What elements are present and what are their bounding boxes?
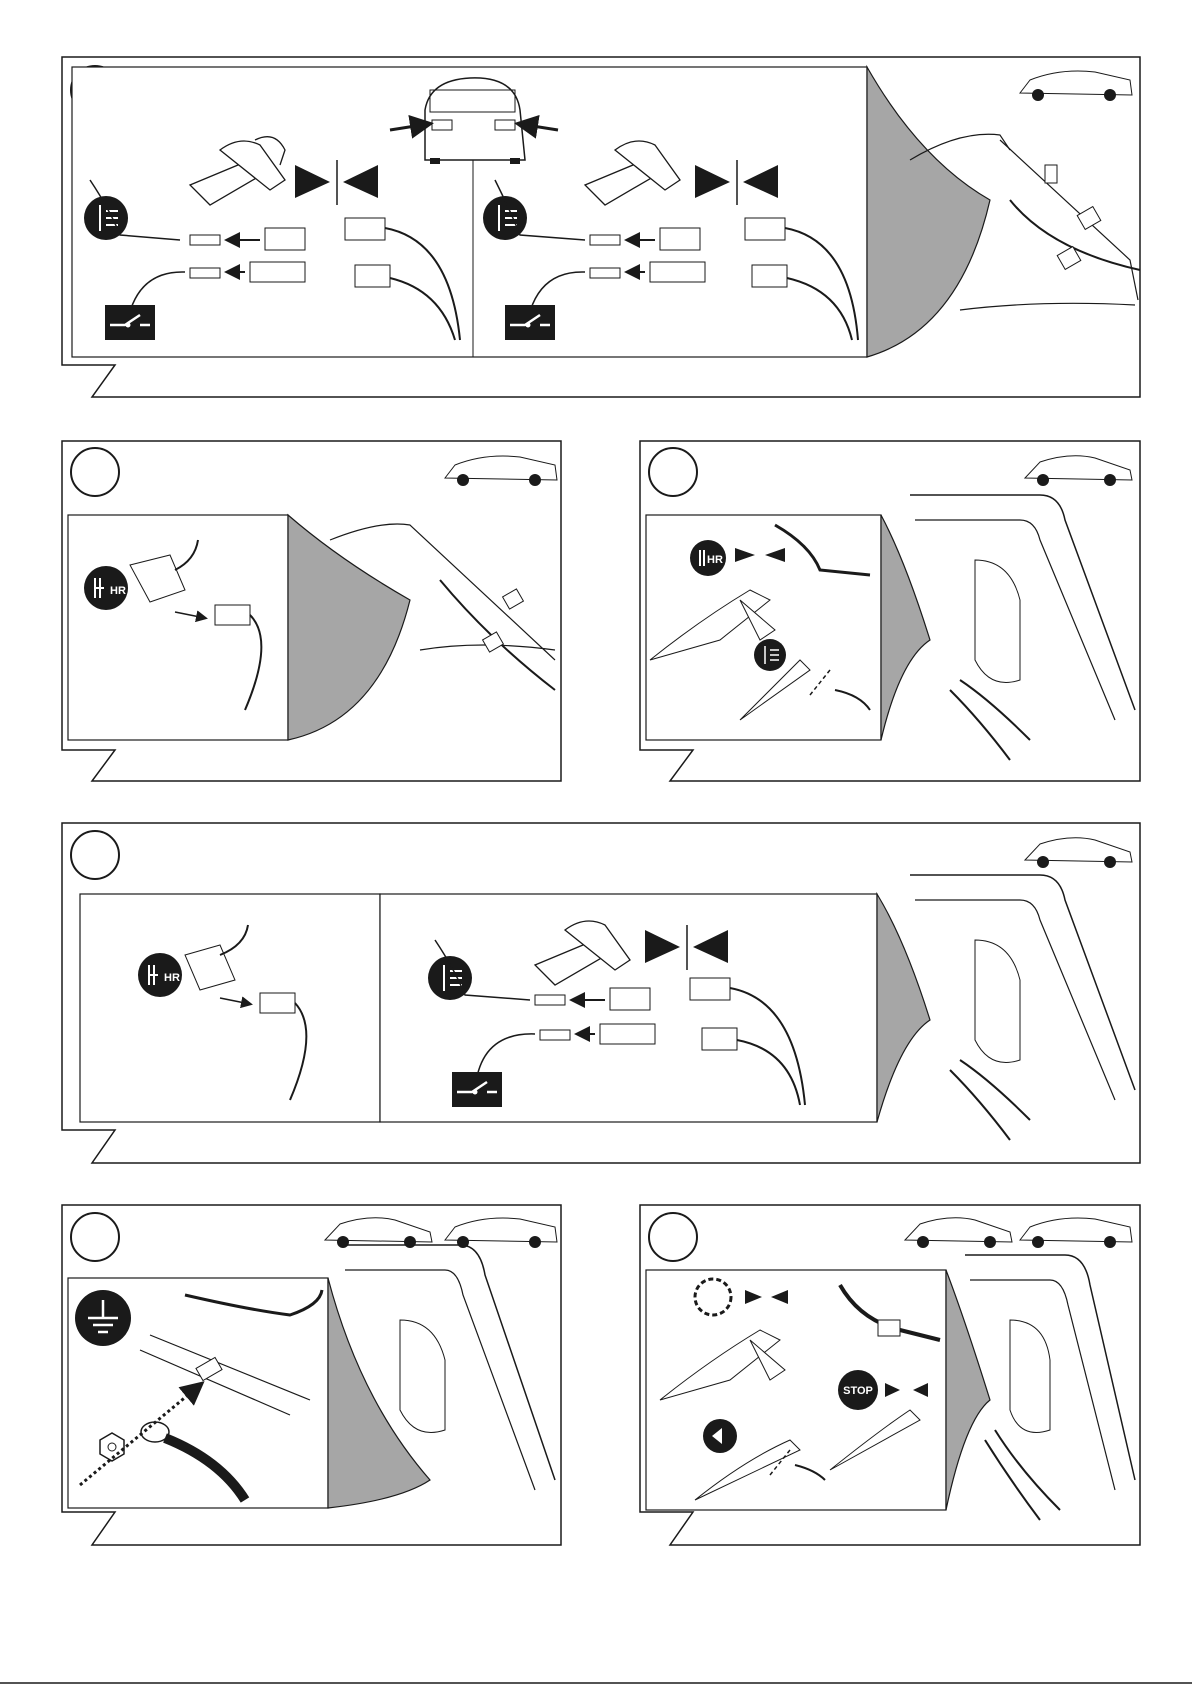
vehicle-icon-estate-6	[1020, 1218, 1132, 1248]
indicator-icon-6	[703, 1419, 737, 1453]
ground-icon-5	[75, 1290, 131, 1346]
panel-5	[62, 1205, 561, 1545]
reverse-switch-icon-4	[452, 1072, 502, 1107]
svg-text:HR: HR	[707, 554, 723, 566]
page-curl-trunk-6	[946, 1255, 1135, 1520]
page-curl-trunk-5	[328, 1245, 555, 1508]
thr-icon-2: HR	[84, 566, 128, 610]
page-curl-trunk-3	[881, 495, 1135, 760]
page-curl-trunk-2	[288, 515, 555, 740]
vehicle-icon-estate-2	[445, 456, 557, 486]
page-curl-trunk-1	[867, 67, 1140, 357]
vehicle-icon-saloon-5	[325, 1218, 432, 1248]
page-curl-trunk-4	[877, 875, 1135, 1140]
vehicle-icon-estate-5	[445, 1218, 557, 1248]
panel-1	[62, 57, 1140, 397]
vehicle-icon-saloon-6	[905, 1218, 1012, 1248]
svg-text:HR: HR	[110, 585, 126, 597]
svg-text:HR: HR	[164, 972, 180, 984]
panel-4: HR	[62, 823, 1140, 1163]
panel-6: STOP	[640, 1205, 1140, 1545]
vehicle-icon-saloon-4	[1025, 838, 1132, 868]
reverse-switch-icon-right	[505, 305, 555, 340]
fog-lamp-icon-3	[754, 639, 786, 671]
reverse-switch-icon-left	[105, 305, 155, 340]
panel-3: HR	[640, 441, 1140, 781]
vehicle-icon-estate-1	[1020, 71, 1132, 101]
svg-text:STOP: STOP	[843, 1385, 873, 1397]
vehicle-icon-saloon-3	[1025, 456, 1132, 486]
panel-2: HR	[62, 441, 561, 781]
